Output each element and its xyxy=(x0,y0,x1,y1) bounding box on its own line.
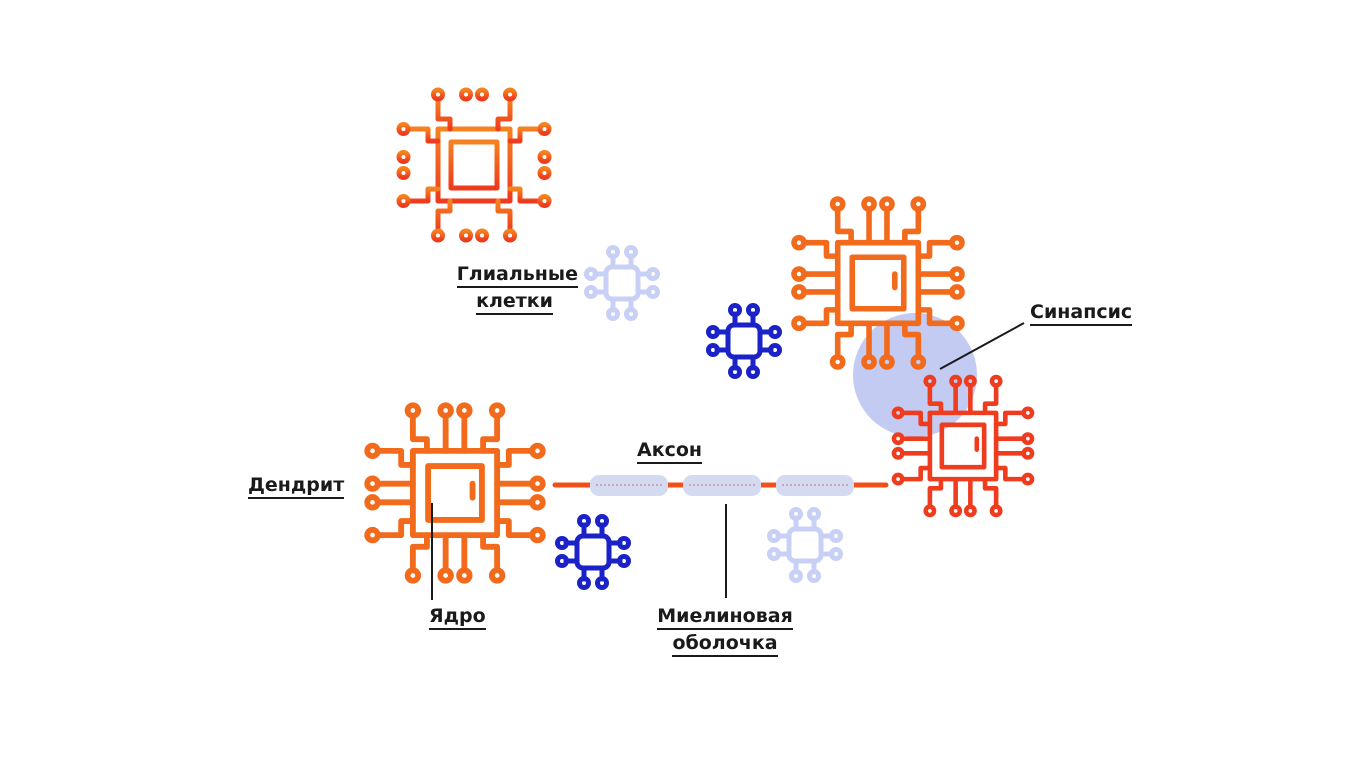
myelin-sheath-label: Миелиновая оболочка xyxy=(630,603,820,657)
neuron-1-outer xyxy=(435,126,513,204)
pin-icon xyxy=(537,166,552,180)
pin-icon xyxy=(529,526,546,544)
pin-icon xyxy=(404,567,422,584)
synapse-label-text: Синапсис xyxy=(1030,301,1133,326)
nucleus-label-text: Ядро xyxy=(429,605,486,630)
pin-icon xyxy=(456,402,473,419)
neuron-1-nucleus xyxy=(448,139,500,191)
pin-icon xyxy=(364,475,381,492)
glial-cells-label-line2: клетки xyxy=(476,290,553,315)
nucleus-label: Ядро xyxy=(429,603,486,630)
pin-icon xyxy=(488,567,506,584)
pin-icon xyxy=(891,432,905,446)
neuron-2-nucleus xyxy=(849,254,907,312)
pin-icon xyxy=(529,475,546,492)
pin-icon xyxy=(949,234,965,251)
pin-icon xyxy=(1021,432,1035,446)
pin-icon xyxy=(923,374,937,388)
axon-label-text: Аксон xyxy=(637,439,703,464)
pin-icon xyxy=(503,87,517,102)
pin-icon xyxy=(963,374,977,388)
pin-icon xyxy=(989,504,1003,518)
neuron-4-outer xyxy=(927,410,999,482)
pin-icon xyxy=(879,196,895,212)
synapse-label: Синапсис xyxy=(1030,299,1133,326)
glia-4-glial-cell-icon xyxy=(767,507,843,583)
neuron-3-chip xyxy=(364,402,546,584)
pin-icon xyxy=(949,266,965,282)
pin-icon xyxy=(963,504,977,518)
pin-icon xyxy=(431,228,445,243)
pin-icon xyxy=(791,315,807,332)
pin-icon xyxy=(456,567,473,584)
pin-icon xyxy=(791,234,807,251)
pin-icon xyxy=(1021,472,1035,486)
synapse-blob xyxy=(853,313,977,437)
pin-icon xyxy=(437,402,454,419)
synapse-leader-line xyxy=(939,322,1025,370)
pin-icon xyxy=(891,406,905,420)
pin-icon xyxy=(879,354,895,370)
pin-icon xyxy=(829,196,846,212)
pin-icon xyxy=(459,228,473,243)
pin-icon xyxy=(529,494,546,511)
pin-icon xyxy=(396,166,411,180)
pin-icon xyxy=(364,526,381,544)
pin-icon xyxy=(949,284,965,300)
pin-icon xyxy=(364,494,381,511)
neuron-2-outer xyxy=(834,239,922,327)
neuron-4-nucleus xyxy=(939,422,987,470)
pin-icon xyxy=(861,354,877,370)
myelin-label-line2: оболочка xyxy=(672,632,778,657)
pin-icon xyxy=(364,442,381,460)
pin-icon xyxy=(791,284,807,300)
pin-icon xyxy=(989,374,1003,388)
pin-icon xyxy=(475,228,489,243)
axon-label: Аксон xyxy=(637,437,703,464)
neuron-3-outer xyxy=(409,447,501,539)
pin-icon xyxy=(459,87,473,102)
pin-icon xyxy=(404,402,422,419)
glial-cells-label: Глиальные клетки xyxy=(420,261,578,315)
pin-icon xyxy=(537,150,552,164)
pin-icon xyxy=(791,266,807,282)
dendrite-label: Дендрит xyxy=(248,472,345,499)
pin-icon xyxy=(396,194,411,208)
pin-icon xyxy=(949,315,965,332)
glia-3-glial-cell-icon xyxy=(555,514,631,590)
dendrite-label-text: Дендрит xyxy=(248,474,345,499)
pin-icon xyxy=(861,196,877,212)
pin-icon xyxy=(537,122,552,136)
pin-icon xyxy=(503,228,517,243)
pin-icon xyxy=(1021,446,1035,460)
glia-2-glial-cell-icon xyxy=(706,303,782,379)
pin-icon xyxy=(891,472,905,486)
pin-icon xyxy=(529,442,546,460)
glial-cells-label-line1: Глиальные xyxy=(456,263,578,288)
glia-1-glial-cell-icon xyxy=(584,245,660,321)
pin-icon xyxy=(910,196,927,212)
neuron-4-chip xyxy=(891,374,1035,518)
pin-icon xyxy=(396,150,411,164)
pin-icon xyxy=(829,354,846,370)
pin-icon xyxy=(396,122,411,136)
neuron-3-nucleus xyxy=(425,463,485,523)
neuron-2-chip xyxy=(791,196,965,370)
pin-icon xyxy=(1021,406,1035,420)
pin-icon xyxy=(475,87,489,102)
pin-icon xyxy=(537,194,552,208)
myelin-label-line1: Миелиновая xyxy=(657,605,793,630)
pin-icon xyxy=(910,354,927,370)
pin-icon xyxy=(949,374,963,388)
pin-icon xyxy=(488,402,506,419)
pin-icon xyxy=(949,504,963,518)
pin-icon xyxy=(923,504,937,518)
pin-icon xyxy=(431,87,445,102)
pin-icon xyxy=(437,567,454,584)
neuron-1-chip xyxy=(396,87,552,243)
pin-icon xyxy=(891,446,905,460)
